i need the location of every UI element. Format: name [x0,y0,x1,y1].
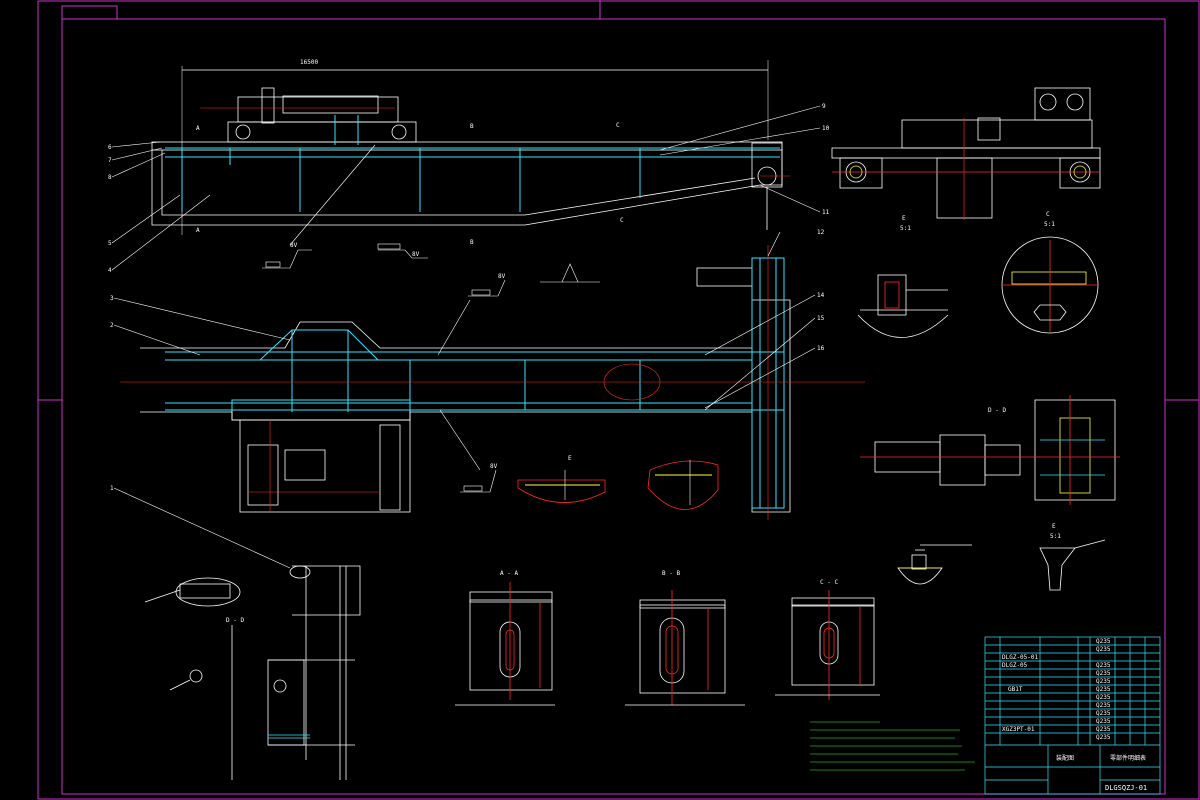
parts-table-text: DLGZ-05-01 DLGZ-05 GB1T XGZ3PT-01 Q235 Q… [1002,638,1147,792]
weld-label-4: 8V [490,463,498,470]
side-view-colors [832,118,1100,220]
svg-text:Q235: Q235 [1096,734,1111,741]
svg-text:2: 2 [110,322,114,329]
svg-text:DLGZ-05: DLGZ-05 [1002,662,1028,669]
weld-label-1: 8V [290,242,298,249]
svg-text:11: 11 [822,209,830,216]
section-c-c [775,590,880,700]
view-label-e-small: E [902,215,906,222]
svg-text:Q235: Q235 [1096,718,1111,725]
svg-text:14: 14 [817,292,825,299]
view-scale-e-right: 5:1 [1050,533,1061,540]
overall-dimension: 16500 [300,59,318,66]
front-view-centerlines [200,107,790,177]
view-scale-c-small: 5:1 [1044,221,1055,228]
svg-text:5: 5 [108,240,112,247]
svg-text:7: 7 [108,157,112,164]
section-label-b-b: B - B [662,570,680,577]
weld-symbols-plan [437,279,506,493]
section-a-a [455,582,555,706]
section-marker-b-bottom: B [470,239,474,246]
svg-text:Q235: Q235 [1096,726,1111,733]
svg-text:XGZ3PT-01: XGZ3PT-01 [1002,726,1035,733]
weld-label-2: 8V [412,251,420,258]
svg-text:8: 8 [108,174,112,181]
svg-text:9: 9 [822,103,826,110]
side-view [831,87,1101,219]
front-view [151,60,783,235]
svg-text:16: 16 [817,345,825,352]
view-label-d-d-side: D - D [988,407,1006,414]
svg-text:DLGZ-05-01: DLGZ-05-01 [1002,654,1039,661]
technical-notes [810,721,975,771]
svg-text:12: 12 [817,229,825,236]
plan-callout-labels: 3 2 12 14 15 16 1 [110,229,825,492]
plan-leaders [113,231,816,569]
section-marker-c-top: C [616,122,620,129]
section-marker-c-bottom: C [620,217,624,224]
section-b-b [625,590,745,706]
svg-text:10: 10 [822,125,830,132]
svg-text:3: 3 [110,295,114,302]
bottom-left-detail [144,565,361,780]
front-leaders [111,105,821,271]
svg-text:装配图: 装配图 [1056,754,1074,762]
drive-section [860,395,1120,505]
weld-label-3: 8V [498,273,506,280]
inner-frame [61,18,1166,795]
detail-e-views [517,460,719,510]
view-label-e-right: E [1052,523,1056,530]
svg-text:4: 4 [108,267,112,274]
section-marker-a-bottom: A [196,227,200,234]
view-label-d-d-left: D - D [226,617,244,624]
weld-symbols-top [262,243,600,283]
svg-text:6: 6 [108,144,112,151]
section-marker-a-top: A [196,125,200,132]
svg-text:Q235: Q235 [1096,702,1111,709]
detail-e-label: E [568,455,572,462]
svg-text:1: 1 [110,485,114,492]
section-marker-b-top: B [470,123,474,130]
title-tab [61,5,118,20]
svg-text:Q235: Q235 [1096,662,1111,669]
section-label-c-c: C - C [820,579,838,586]
section-d-d-left [169,625,355,780]
view-scale-e-small: 5:1 [900,225,911,232]
view-label-c-small: C [1046,211,1050,218]
svg-text:GB1T: GB1T [1008,686,1023,693]
svg-text:零部件明细表: 零部件明细表 [1110,754,1146,762]
section-label-a-a: A - A [500,570,518,577]
svg-text:15: 15 [817,315,825,322]
parts-table [984,636,1161,795]
plan-view-cyan [165,257,785,509]
detail-circle-e [603,363,661,401]
svg-text:Q235: Q235 [1096,638,1111,645]
svg-text:Q235: Q235 [1096,678,1111,685]
plan-view-centerlines [120,245,865,520]
svg-text:Q235: Q235 [1096,710,1111,717]
drawing-number: DLGSQZJ-01 [1105,784,1147,792]
svg-text:Q235: Q235 [1096,694,1111,701]
rail-detail [897,539,1106,591]
svg-text:Q235: Q235 [1096,686,1111,693]
svg-text:Q235: Q235 [1096,670,1111,677]
outer-frame [37,0,1200,800]
detail-wheel-section [857,236,1099,338]
svg-text:Q235: Q235 [1096,646,1111,653]
front-view-cyan [165,115,780,212]
front-callout-labels: 6 7 8 5 4 9 10 11 [108,103,830,274]
